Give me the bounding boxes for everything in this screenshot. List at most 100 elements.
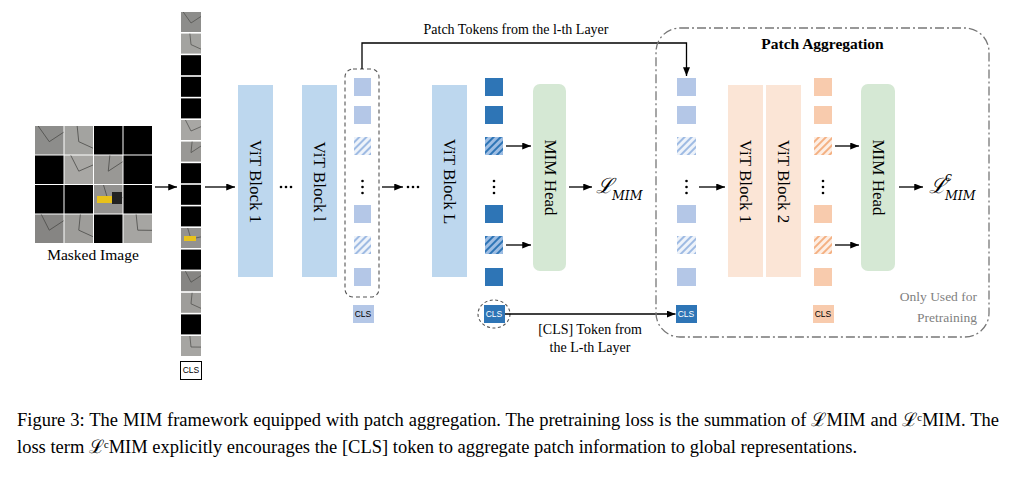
token-patch (181, 293, 201, 313)
flow-arrow (835, 244, 859, 245)
token-patch (181, 185, 201, 205)
token-square (354, 268, 371, 286)
ellipsis-dot (822, 180, 825, 183)
token-patch (181, 77, 201, 97)
token-patch (181, 228, 201, 248)
edge-label-anchor: [CLS] Token from the L-th Layer (528, 321, 652, 357)
masked-image (35, 126, 152, 243)
tool-handle (184, 236, 196, 241)
ellipsis-dot (290, 186, 293, 189)
image-patch (35, 185, 64, 214)
crack-line (71, 156, 93, 172)
ellipsis-dot (361, 186, 364, 189)
input-token-strip (181, 12, 201, 356)
crack-line (38, 126, 63, 142)
token-square (485, 78, 503, 96)
region-border (656, 28, 989, 337)
cls-token: CLS (353, 305, 374, 323)
token-patch (181, 250, 201, 270)
image-patch (94, 215, 123, 244)
token-square (354, 236, 371, 254)
token-patch (181, 271, 201, 291)
crack-line (136, 215, 152, 231)
node-label: ViT Block 1 (737, 139, 754, 223)
crack-line (185, 271, 201, 282)
token-patch (181, 163, 201, 183)
layer-l-outline (345, 69, 379, 297)
token-square (677, 205, 696, 223)
node-label: MIM Head (541, 139, 558, 215)
flow-arrow (382, 186, 403, 187)
loss-symbol: ℒ (596, 174, 613, 198)
flow-arrow (205, 186, 235, 187)
crack-line (190, 34, 201, 50)
mim-head: MIM Head (533, 84, 566, 271)
node-label: MIM Head (870, 139, 887, 215)
token-patch (181, 34, 201, 54)
token-patch (181, 12, 201, 32)
node-label: ViT Block L (441, 138, 458, 224)
ellipsis-dot (493, 186, 496, 189)
node-label: ViT Block l (311, 141, 328, 221)
node-label: ViT Block 1 (247, 139, 264, 223)
label-anchor: Patch Tokens from the l-th Layer (424, 22, 609, 38)
annotation-label: Patch Tokens from the l-th Layer (424, 22, 609, 38)
mim-head: MIM Head (861, 84, 895, 271)
token-square (814, 137, 832, 155)
image-patch (94, 156, 123, 185)
token-square (485, 137, 503, 155)
label-anchor: Masked Image (47, 246, 139, 264)
token-patch (181, 314, 201, 334)
token-square (677, 137, 696, 155)
token-square (354, 78, 371, 96)
crack-line (191, 293, 201, 309)
image-patch (35, 156, 64, 185)
image-patch (65, 215, 94, 244)
token-patch (181, 142, 201, 162)
cls-token: CLS (180, 361, 202, 380)
image-patch (124, 215, 153, 244)
ellipsis-dot (685, 192, 688, 195)
ellipsis-dot (822, 186, 825, 189)
node-label: ViT Block 2 (775, 139, 792, 223)
vit-block: ViT Block l (302, 85, 337, 277)
label-anchor: c (945, 170, 952, 184)
cls-token: CLS (484, 305, 505, 323)
label-anchor: MIM (945, 189, 976, 203)
crack-line (108, 156, 122, 172)
token-square (814, 205, 832, 223)
ellipsis-dot (493, 180, 496, 183)
label-anchor: ℒ (596, 174, 613, 198)
node-label: CLS (183, 366, 200, 375)
token-square (814, 106, 832, 124)
crack-line (41, 215, 63, 231)
image-patch (124, 156, 153, 185)
region-note: Only Used for Pretraining (873, 286, 977, 328)
flow-arrow (506, 244, 531, 245)
token-square (677, 106, 696, 124)
ellipsis-dot (280, 186, 283, 189)
ellipsis-dot (685, 180, 688, 183)
token-patch (181, 55, 201, 75)
token-columns (354, 78, 832, 286)
label-anchor: MIM (612, 189, 643, 203)
token-square (677, 236, 696, 254)
cls-connector (505, 313, 676, 314)
crack-line (191, 142, 201, 153)
caption-anchor: Figure 3: The MIM framework equipped wit… (17, 407, 999, 461)
region-title: Patch Aggregation (655, 35, 990, 53)
image-patch (35, 126, 64, 155)
node-label: CLS (678, 310, 695, 319)
ellipsis-dot (417, 186, 420, 189)
token-square (677, 268, 696, 286)
image-patch (65, 156, 94, 185)
token-patch (181, 206, 201, 226)
token-square (485, 106, 503, 124)
flow-arrow (155, 186, 177, 187)
ellipsis-dot (361, 180, 364, 183)
loss-symbol: MIM (945, 189, 976, 203)
flow-arrow (569, 186, 592, 187)
token-square (814, 268, 832, 286)
annotation-label: Masked Image (47, 246, 139, 264)
ellipsis-dot (822, 192, 825, 195)
